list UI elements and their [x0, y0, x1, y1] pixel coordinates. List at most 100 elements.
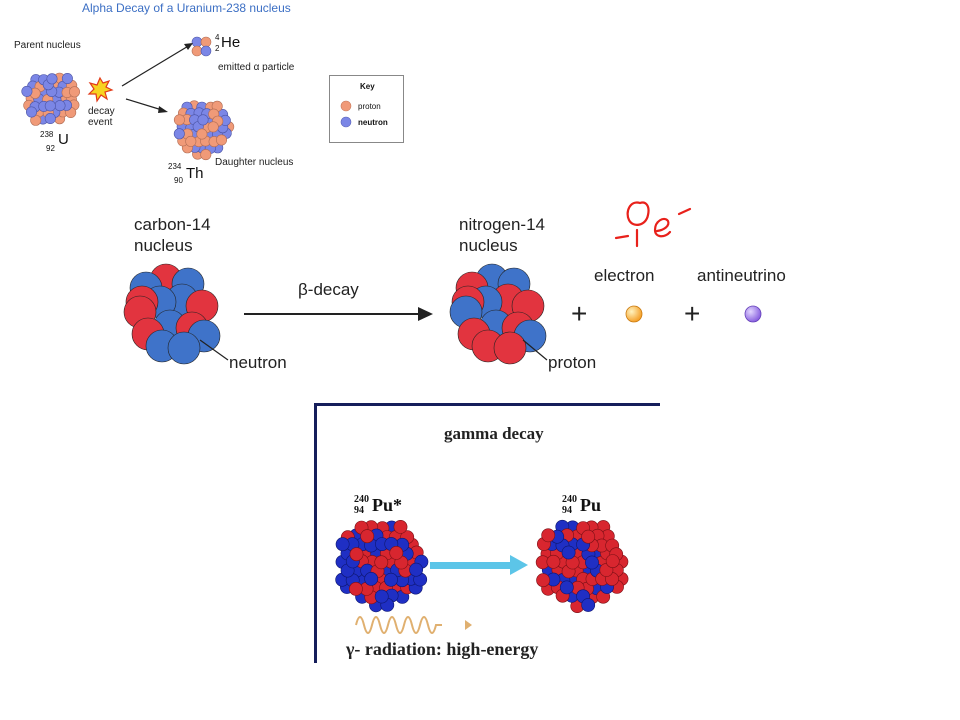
neutron — [561, 545, 576, 560]
gamma-arrow-head — [510, 555, 528, 575]
handwritten-zero — [626, 201, 650, 226]
carbon-14-label: carbon-14 nucleus — [134, 215, 211, 255]
proton — [374, 555, 389, 570]
proton — [360, 529, 375, 544]
proton — [546, 554, 561, 569]
proton — [216, 134, 228, 146]
pu-240-nucleus — [535, 519, 629, 613]
carbon-14-nucleus — [123, 263, 221, 365]
alpha-particle — [191, 36, 212, 57]
proton — [493, 331, 527, 365]
uranium-symbol: U — [58, 131, 69, 148]
pu-right-mass-number: 240 — [562, 494, 577, 505]
neutron — [46, 73, 58, 85]
neutron — [335, 537, 350, 552]
beta-decay-arrow-head — [418, 307, 433, 321]
parent-nucleus-label: Parent nucleus — [14, 40, 81, 51]
proton — [393, 520, 408, 534]
electron-particle — [625, 305, 643, 323]
helium-symbol: He — [221, 34, 241, 51]
gamma-wave-arrowhead — [465, 620, 472, 630]
proton — [69, 86, 81, 98]
neutron — [44, 113, 56, 125]
proton — [389, 546, 404, 560]
decay-event-starburst-icon — [87, 76, 114, 103]
neutron — [61, 73, 73, 85]
key-neutron-swatch — [340, 116, 352, 128]
neutron — [364, 572, 379, 586]
parent-nucleus — [21, 72, 81, 126]
electron-label: electron — [594, 266, 655, 285]
key-proton-label: proton — [358, 102, 381, 111]
beta-decay-label: β-decay — [298, 280, 359, 299]
proton — [200, 149, 212, 161]
proton — [196, 128, 208, 140]
neutron — [559, 580, 574, 595]
daughter-nucleus — [173, 100, 235, 161]
pu-240-excited-nucleus — [335, 520, 429, 613]
daughter-nucleus-label: Daughter nucleus — [215, 157, 294, 168]
helium-mass-number: 4 — [215, 33, 220, 42]
alpha-diagram-art — [21, 36, 235, 161]
proton — [173, 114, 185, 126]
nitrogen-14-nucleus — [449, 263, 547, 365]
neutron-pointer-label: neutron — [229, 353, 287, 372]
neutron — [384, 572, 398, 587]
thorium-atomic-number: 90 — [174, 176, 183, 185]
pu-left-atomic-number: 94 — [354, 505, 364, 516]
emitted-alpha-caption: emitted α particle — [218, 62, 295, 73]
proton — [185, 135, 197, 147]
alpha-decay-title: Alpha Decay of a Uranium-238 nucleus — [82, 1, 291, 15]
proton — [348, 582, 363, 596]
proton-pointer-line — [522, 339, 548, 361]
proton — [207, 121, 219, 133]
gamma-arrow-shaft — [430, 562, 512, 569]
daughter-arrow-line — [125, 98, 163, 111]
nitrogen-14-label: nitrogen-14 nucleus — [459, 215, 546, 255]
proton — [349, 547, 364, 562]
key-neutron-label: neutron — [358, 118, 388, 127]
alpha-arrow-head — [184, 43, 193, 50]
neutron — [173, 128, 185, 140]
key-swatches — [340, 100, 352, 128]
thorium-mass-number: 234 — [168, 162, 182, 171]
neutron — [374, 589, 389, 604]
thorium-symbol: Th — [186, 165, 204, 182]
gamma-decay-title: gamma decay — [444, 424, 544, 443]
key-proton-swatch — [340, 100, 352, 112]
pu-ground-symbol: Pu — [580, 495, 602, 515]
alpha-key-legend: Key proton neutron — [329, 75, 404, 143]
neutron — [581, 598, 596, 612]
neutron — [409, 562, 423, 577]
helium-atomic-number: 2 — [215, 44, 220, 53]
pu-excited-symbol: Pu* — [372, 495, 403, 515]
proton — [581, 529, 596, 544]
plus-sign-2: + — [684, 298, 701, 329]
key-title: Key — [360, 82, 375, 91]
neutron — [25, 106, 37, 118]
neutron — [167, 331, 201, 365]
handwritten-electron-notation — [614, 201, 692, 248]
proton — [541, 528, 556, 543]
neutron — [44, 100, 56, 112]
handwritten-e — [653, 217, 672, 238]
neutron — [21, 85, 33, 97]
neutron — [200, 45, 212, 57]
pu-left-mass-number: 240 — [354, 494, 369, 505]
handwritten-minus — [614, 234, 630, 240]
uranium-atomic-number: 92 — [46, 144, 55, 153]
neutron — [197, 114, 209, 126]
gamma-wave-icon — [355, 616, 442, 634]
handwritten-superscript-minus — [677, 207, 692, 216]
proton-pointer-label: proton — [548, 353, 597, 372]
proton — [536, 573, 550, 588]
alpha-arrow-line — [121, 44, 191, 87]
gamma-radiation-label: γ- radiation: high-energy — [346, 639, 539, 659]
uranium-mass-number: 238 — [40, 130, 54, 139]
plus-sign-1: + — [571, 298, 588, 329]
alpha-decay-panel: Alpha Decay of a Uranium-238 nucleus Par… — [0, 0, 320, 190]
proton — [605, 554, 620, 568]
antineutrino-particle — [744, 305, 762, 323]
